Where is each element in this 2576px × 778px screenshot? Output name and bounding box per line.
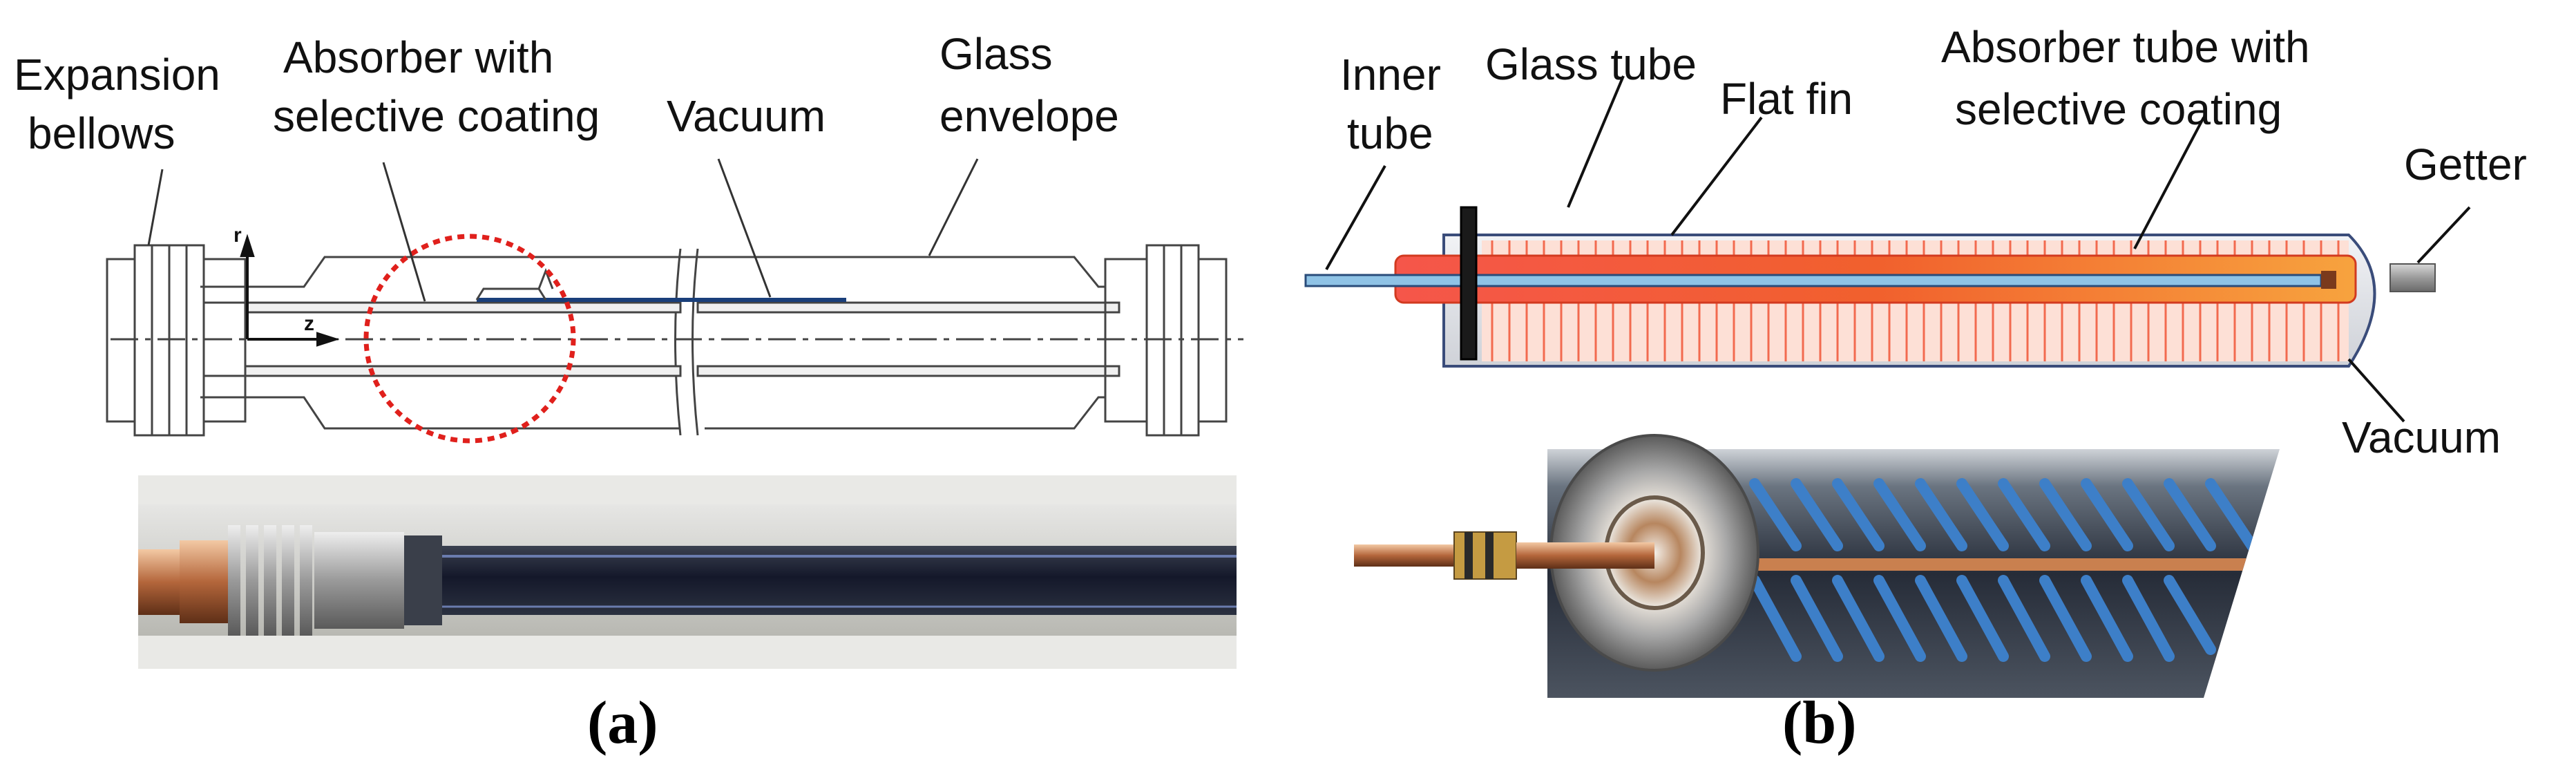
absorber-wall-top <box>244 301 682 314</box>
axis-z-label: z <box>304 312 314 335</box>
label-absorber-b-line2: selective coating <box>1955 84 2282 134</box>
break-mark-right <box>691 248 699 436</box>
panel-b: Inner tube Glass tube Flat fin Absorber … <box>1304 22 2527 757</box>
label-glass-tube: Glass tube <box>1485 39 1697 89</box>
end-flange <box>1460 206 1478 361</box>
label-glass-line2: envelope <box>939 91 1119 141</box>
photo-copper-stub <box>1516 542 1654 569</box>
inner-tube <box>1304 274 2322 287</box>
highlight-circle <box>363 234 576 444</box>
glass-envelope-outline <box>200 256 1105 430</box>
inner-tube-end <box>2321 271 2336 289</box>
label-expansion-line2: bellows <box>28 108 175 158</box>
left-bellows <box>106 244 247 437</box>
label-absorber-b-line1: Absorber tube with <box>1941 22 2310 72</box>
caption-a: (a) <box>587 690 658 757</box>
absorber-wall-bottom-2 <box>696 365 1120 377</box>
label-glass-line1: Glass <box>939 29 1053 79</box>
absorber-wall-bottom <box>244 365 682 377</box>
label-absorber-line1: Absorber with <box>283 32 553 82</box>
right-bellows <box>1104 244 1228 437</box>
coordinate-axes <box>240 234 340 347</box>
panel-a-leaders <box>147 158 979 302</box>
panel-b-leaders <box>1325 75 2471 423</box>
panel-b-photo <box>1354 434 2280 698</box>
label-expansion-line1: Expansion <box>14 50 220 99</box>
label-inner-line1: Inner <box>1340 50 1441 99</box>
panel-a: r z Expansion bellows Absorber with sele… <box>14 29 1243 757</box>
coating-detail-marker <box>475 267 554 301</box>
caption-b: (b) <box>1782 690 1857 757</box>
label-getter: Getter <box>2404 140 2527 189</box>
photo-copper-pipe <box>1354 544 1458 567</box>
photo-bellows-rings <box>228 525 312 636</box>
label-vacuum-a: Vacuum <box>667 91 826 141</box>
break-mark-left <box>674 248 682 436</box>
getter <box>2389 263 2436 292</box>
label-inner-line2: tube <box>1347 108 1433 158</box>
panel-a-photo <box>138 475 1237 669</box>
axis-r-label: r <box>233 224 242 247</box>
photo-fins <box>1749 478 2258 662</box>
absorber-wall-top-2 <box>696 301 1120 314</box>
label-flat-fin: Flat fin <box>1720 74 1853 124</box>
panel-a-schematic <box>106 244 1243 437</box>
label-vacuum-b: Vacuum <box>2342 412 2501 462</box>
label-absorber-line2: selective coating <box>273 91 600 141</box>
